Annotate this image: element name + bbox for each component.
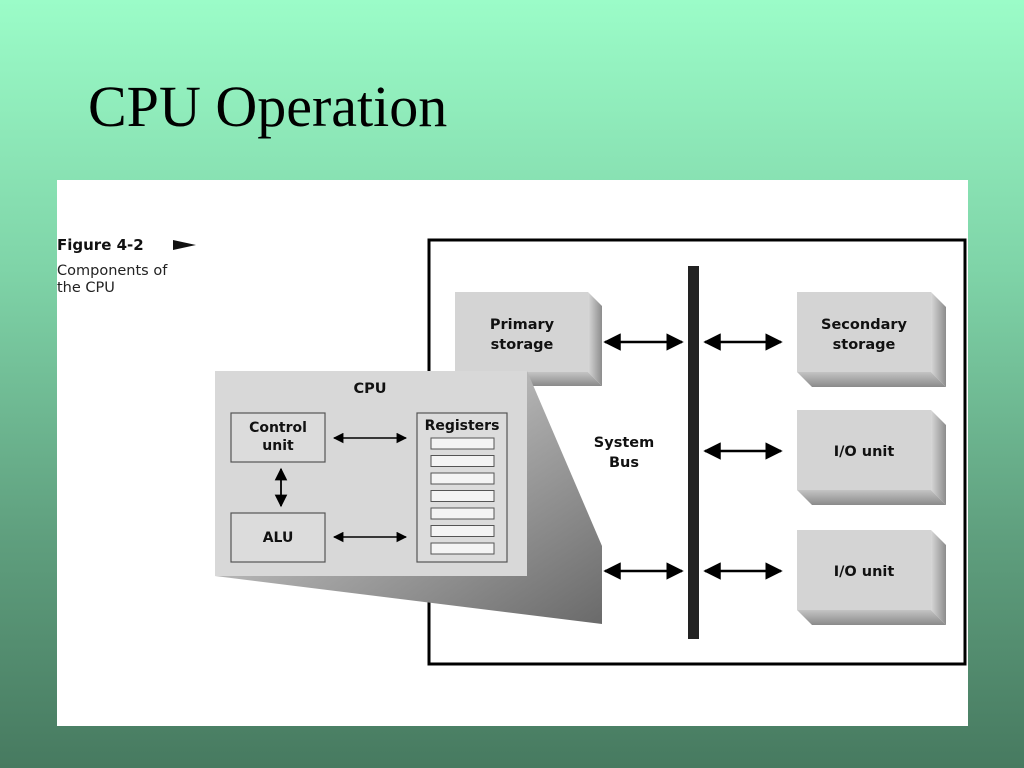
alu-label: ALU	[263, 530, 294, 546]
register-slot	[430, 437, 495, 450]
system-bus-label-line2: Bus	[609, 455, 639, 471]
cpu-label: CPU	[353, 381, 386, 397]
slide-title: CPU Operation	[88, 74, 448, 139]
io-unit-box-2: I/O unit	[797, 530, 946, 625]
figure-pointer-icon	[173, 240, 196, 250]
register-slot	[430, 542, 495, 555]
figure-panel: Figure 4-2 Components of the CPU System …	[57, 180, 968, 726]
register-slot	[430, 507, 495, 520]
registers-box	[416, 412, 508, 563]
io-unit-label-2: I/O unit	[834, 564, 895, 580]
register-slot	[430, 455, 495, 467]
register-slot	[430, 490, 495, 502]
control-unit-label-line2: unit	[262, 438, 294, 454]
register-slot	[430, 525, 495, 537]
register-slot	[430, 472, 495, 485]
primary-storage-label-line2: storage	[491, 337, 554, 353]
secondary-storage-label-line2: storage	[833, 337, 896, 353]
io-unit-box-1: I/O unit	[797, 410, 946, 505]
control-unit-label-line1: Control	[249, 420, 307, 436]
system-bus	[688, 266, 699, 639]
alu-box	[230, 512, 326, 563]
secondary-storage-box: Secondary storage	[797, 292, 946, 387]
control-unit-box	[230, 412, 326, 463]
register-slots	[430, 437, 495, 555]
system-bus-label-line1: System	[594, 435, 654, 451]
figure-caption-line1: Components of	[57, 263, 168, 279]
secondary-storage-label-line1: Secondary	[821, 317, 907, 333]
cpu-components-diagram: Figure 4-2 Components of the CPU System …	[57, 236, 967, 666]
figure-caption-line2: the CPU	[57, 280, 115, 296]
figure-label: Figure 4-2	[57, 236, 144, 254]
primary-storage-label-line1: Primary	[490, 317, 555, 333]
registers-label: Registers	[425, 418, 500, 434]
io-unit-label-1: I/O unit	[834, 444, 895, 460]
